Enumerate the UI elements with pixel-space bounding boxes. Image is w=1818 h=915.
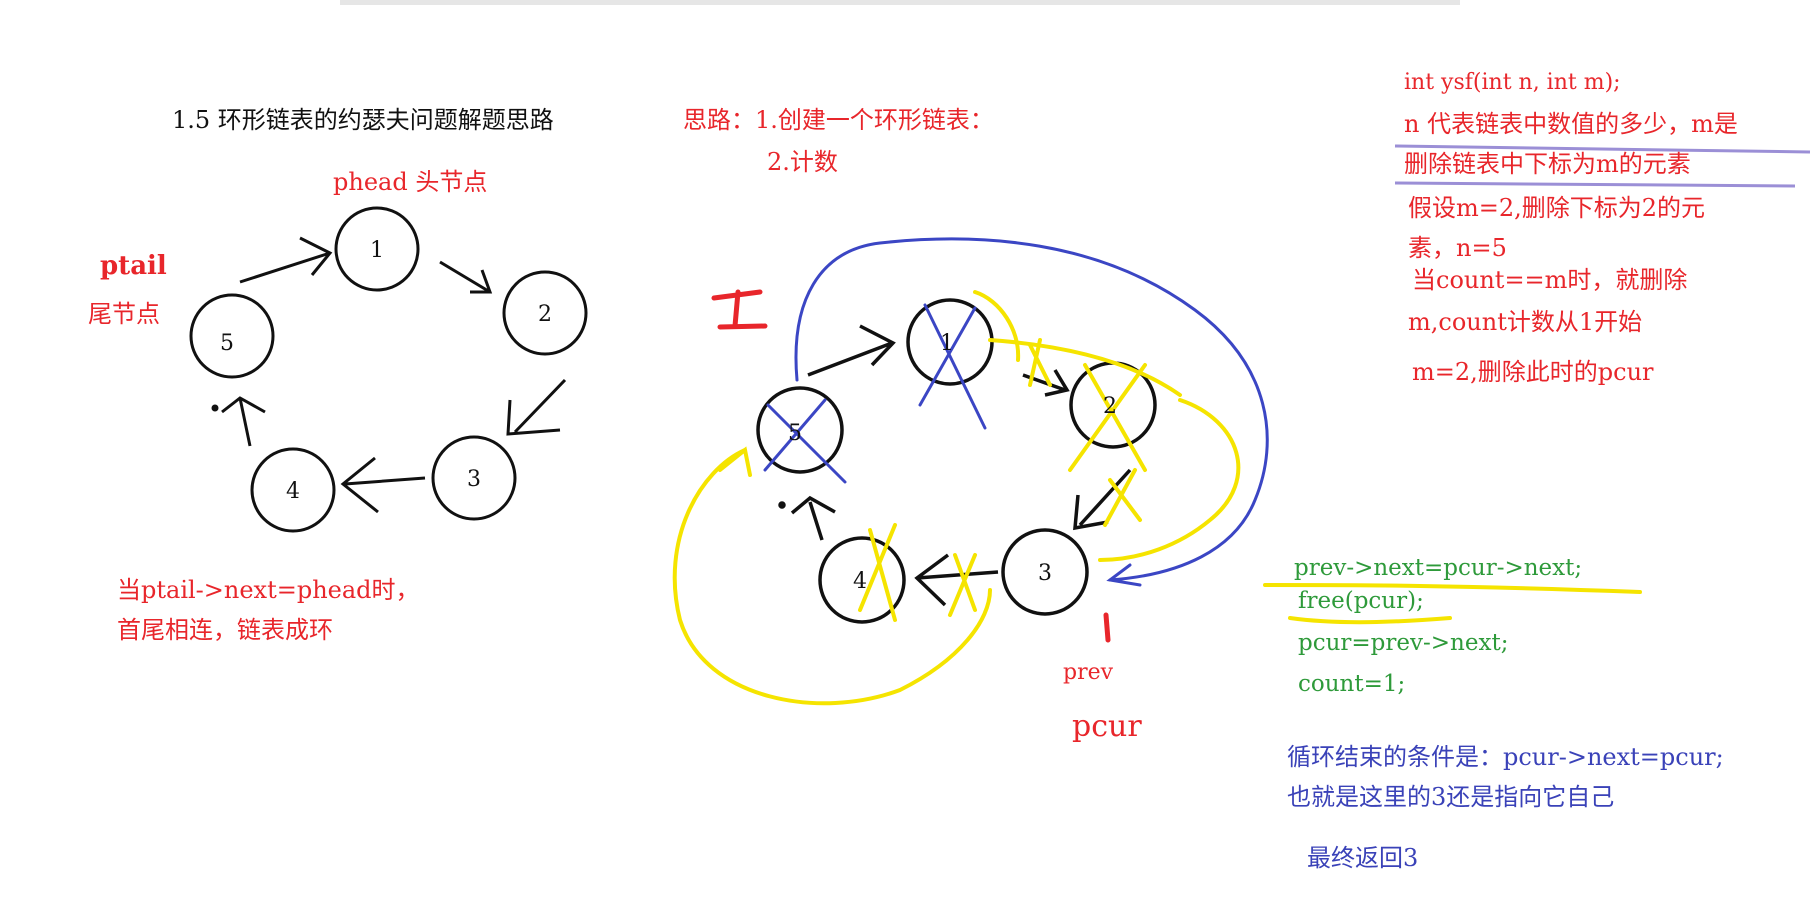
left-arrow-3-4 — [340, 456, 426, 514]
ring-note-line1: 当ptail->next=phead时， — [117, 576, 420, 604]
loop-end-line2: 也就是这里的3还是指向它自己 — [1287, 783, 1615, 811]
ysf-signature: int ysf(int n, int m); — [1404, 70, 1621, 95]
yellow-underline-code-1 — [1263, 583, 1642, 594]
middle-linked-list — [756, 298, 1157, 624]
underline-line2 — [1394, 181, 1796, 188]
yellow-cross-arrow-3-4 — [948, 553, 977, 617]
left-node-3 — [431, 435, 517, 521]
blue-loop-5-to-3 — [794, 237, 1269, 582]
mid-node-label-5: 5 — [788, 421, 802, 446]
red-mark-1-right — [1103, 612, 1111, 643]
mid-arrow-5-1 — [807, 324, 896, 377]
yellow-cross-arrow-2-3 — [1103, 468, 1142, 527]
yellow-cross-node-2 — [1068, 363, 1147, 472]
left-arrow-4-5 — [221, 396, 266, 447]
yellow-arrow-cross — [1028, 338, 1052, 387]
left-arrow-5-1 — [239, 236, 333, 284]
mid-arrow-4-5 — [790, 495, 836, 541]
note-line5: 当count==m时，就删除 — [1412, 266, 1688, 294]
final-return-note: 最终返回3 — [1307, 844, 1419, 872]
left-dot-mark — [211, 404, 219, 412]
idea-line2: 2.计数 — [767, 148, 838, 176]
left-linked-list — [189, 206, 588, 533]
yellow-path-1-2 — [988, 338, 1182, 397]
code-line3: pcur=prev->next; — [1298, 630, 1509, 656]
node-labels: 1 2 3 4 5 1 2 3 4 5 — [220, 238, 1117, 594]
left-node-1 — [334, 206, 420, 292]
underline-line1 — [1394, 144, 1811, 154]
mid-node-label-3: 3 — [1038, 561, 1052, 586]
left-node-label-3: 3 — [467, 467, 481, 492]
code-line4: count=1; — [1298, 671, 1406, 697]
mid-node-3 — [1001, 528, 1089, 616]
mid-node-label-2: 2 — [1103, 394, 1117, 419]
yellow-loop-arrowhead — [718, 446, 752, 477]
tail-label: ptail — [100, 251, 167, 281]
blue-cross-node-5 — [763, 398, 847, 484]
note-line4: 素，n=5 — [1408, 234, 1507, 262]
blue-cross-node-1 — [918, 303, 987, 430]
idea-line1: 思路：1.创建一个环形链表： — [683, 106, 994, 134]
mid-node-label-4: 4 — [853, 569, 867, 594]
left-node-label-5: 5 — [220, 331, 234, 356]
left-node-label-1: 1 — [370, 238, 384, 263]
prev-label: prev — [1063, 660, 1114, 685]
left-node-label-4: 4 — [286, 479, 300, 504]
code-line2: free(pcur); — [1298, 588, 1424, 614]
yellow-node1-curve — [973, 290, 1021, 362]
yellow-underline-code-2 — [1288, 616, 1452, 625]
left-node-label-2: 2 — [538, 302, 552, 327]
note-line6: m,count计数从1开始 — [1408, 308, 1643, 336]
left-node-4 — [250, 447, 336, 533]
mid-node-5 — [756, 386, 844, 474]
head-node-label: phead 头节点 — [333, 168, 488, 196]
red-count-marks — [711, 289, 1111, 643]
yellow-loop-2-3 — [1098, 398, 1241, 562]
pcur-label: pcur — [1072, 709, 1142, 744]
red-mark-1-left — [711, 289, 768, 330]
blue-loop-arrowhead — [1106, 563, 1142, 587]
mid-arrow-2-3 — [1073, 468, 1132, 531]
top-toolbar-shadow — [340, 0, 1460, 5]
yellow-highlight-strokes — [672, 290, 1642, 706]
mid-arrow-3-4 — [914, 553, 999, 607]
code-line1: prev->next=pcur->next; — [1294, 555, 1583, 581]
yellow-loop-4-5 — [672, 448, 992, 706]
note-line1: n 代表链表中数值的多少，m是 — [1404, 110, 1738, 138]
note-line7: m=2,删除此时的pcur — [1412, 358, 1654, 386]
mid-node-4 — [818, 536, 906, 624]
tail-node-label: 尾节点 — [88, 300, 160, 328]
note-line3: 假设m=2,删除下标为2的元 — [1408, 194, 1706, 222]
yellow-cross-node-4 — [858, 523, 897, 622]
mid-node-label-1: 1 — [940, 331, 954, 356]
note-line2: 删除链表中下标为m的元素 — [1404, 150, 1691, 178]
left-node-2 — [502, 270, 588, 356]
blue-pen-strokes — [763, 237, 1269, 587]
mid-dot-mark — [778, 501, 786, 509]
loop-end-line1: 循环结束的条件是：pcur->next=pcur; — [1287, 743, 1724, 771]
left-node-5 — [189, 293, 275, 379]
ring-note-line2: 首尾相连，链表成环 — [117, 616, 333, 644]
page-title: 1.5 环形链表的约瑟夫问题解题思路 — [172, 106, 554, 134]
left-arrow-2-3 — [506, 378, 567, 436]
left-arrow-1-2 — [439, 260, 493, 294]
purple-underlines — [1394, 144, 1811, 188]
